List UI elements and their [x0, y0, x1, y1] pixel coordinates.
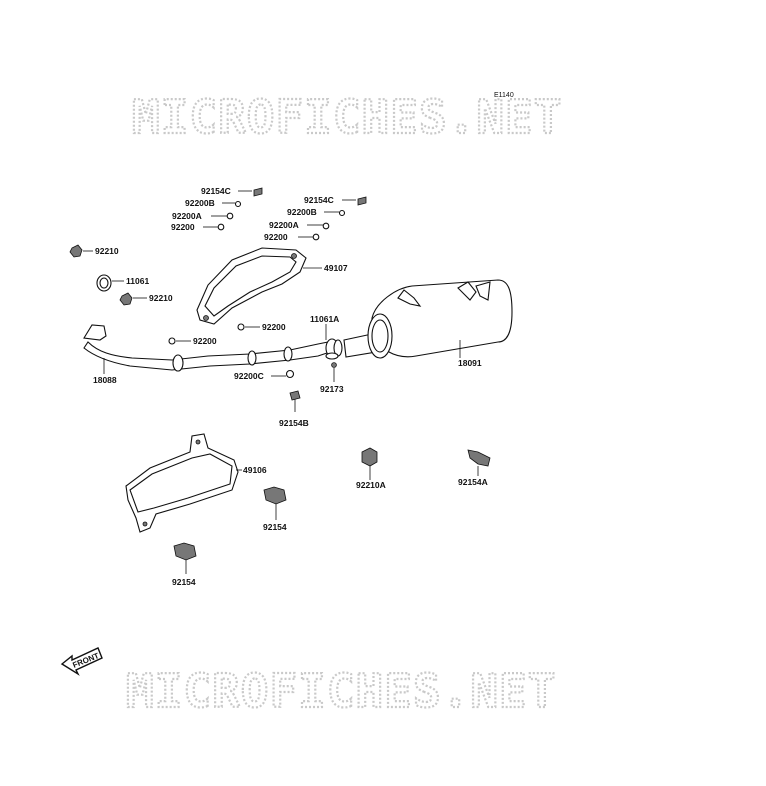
label-11061: 11061 [126, 276, 149, 286]
washer-92200-mid [237, 323, 245, 331]
label-18088: 18088 [93, 375, 117, 385]
bolt-92154B [289, 390, 301, 412]
label-92200-3: 92200 [262, 322, 286, 332]
clamp-92173 [325, 352, 339, 368]
label-92210A: 92210A [356, 480, 386, 490]
label-92200B-1: 92200B [185, 198, 215, 208]
label-92154C-2: 92154C [304, 195, 334, 205]
watermark-top: MICROFICHES.NET [132, 90, 562, 144]
watermark-bottom: MICROFICHES.NET [126, 664, 556, 718]
heat-shield-49107 [196, 247, 307, 325]
bolt-92154-lower [173, 542, 197, 574]
label-18091: 18091 [458, 358, 482, 368]
front-arrow-icon: FRONT [60, 647, 103, 676]
nut-92210-lower [119, 292, 133, 306]
bolt-92154-upper [263, 486, 287, 520]
label-92154-1: 92154 [263, 522, 287, 532]
label-92200B-2: 92200B [287, 207, 317, 217]
label-92200-4: 92200 [193, 336, 217, 346]
label-92200A-2: 92200A [269, 220, 299, 230]
label-49106: 49106 [243, 465, 267, 475]
label-92200-1: 92200 [171, 222, 195, 232]
label-92154-2: 92154 [172, 577, 196, 587]
label-92200A-1: 92200A [172, 211, 202, 221]
diagram-code: E1140 [494, 92, 514, 99]
muffler-18091 [343, 279, 513, 359]
bolt-stack-right [312, 196, 367, 241]
bolt-92154A [467, 449, 491, 476]
bolt-stack-left [217, 187, 263, 231]
label-92154B: 92154B [279, 418, 309, 428]
washer-92200C [285, 369, 295, 379]
label-92173: 92173 [320, 384, 344, 394]
label-92154C-1: 92154C [201, 186, 231, 196]
label-92210-2: 92210 [149, 293, 173, 303]
label-92200C: 92200C [234, 371, 264, 381]
washer-92200-left [168, 337, 176, 345]
exhaust-pipe-18088 [83, 324, 331, 372]
label-92154A: 92154A [458, 477, 488, 487]
label-11061A: 11061A [310, 314, 339, 324]
label-92210-1: 92210 [95, 246, 119, 256]
label-49107: 49107 [324, 263, 348, 273]
nut-92210A [361, 447, 378, 480]
nut-92210-upper [69, 244, 83, 258]
label-92200-2: 92200 [264, 232, 288, 242]
heat-shield-49106 [125, 433, 239, 533]
